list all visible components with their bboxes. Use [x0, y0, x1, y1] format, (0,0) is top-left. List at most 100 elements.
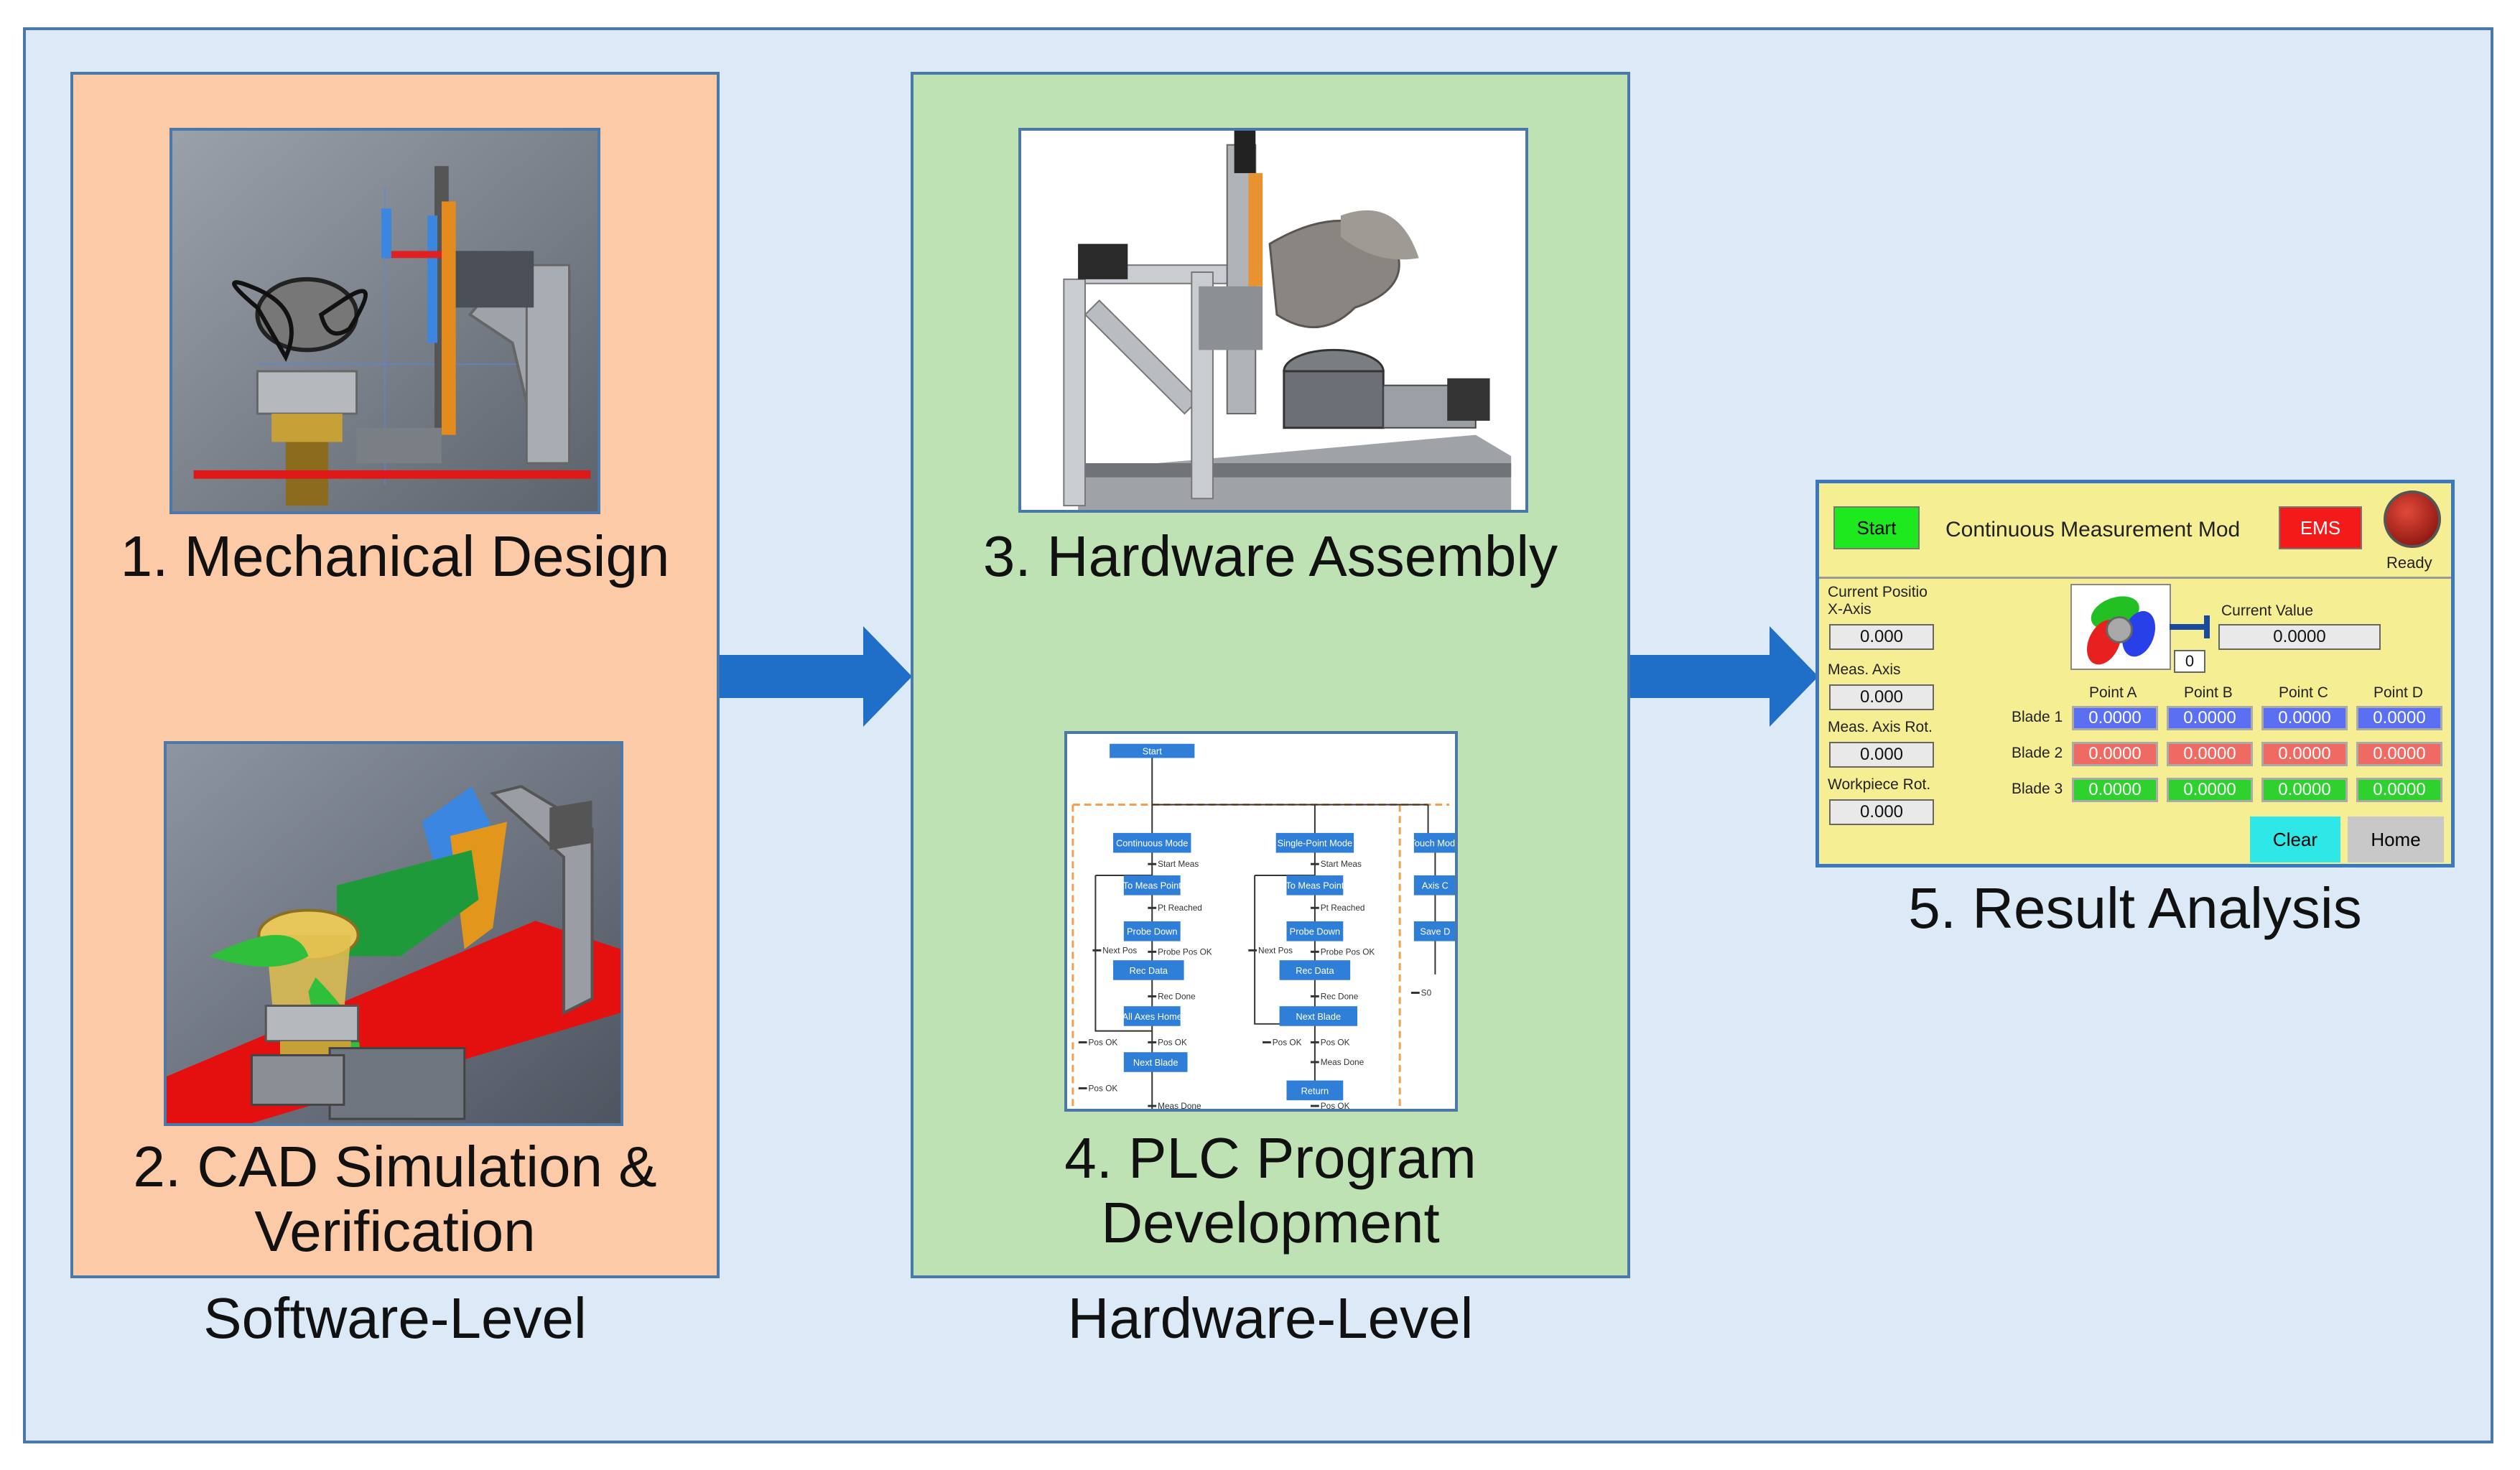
step-3-label: 3. Hardware Assembly: [982, 524, 1558, 588]
plc-step-block: [1110, 743, 1195, 758]
plc-step-label: All Axes Home: [1122, 1011, 1182, 1022]
hmi-value-cell: 0.0000: [2356, 706, 2442, 730]
hmi-value-cell: 0.0000: [2167, 742, 2253, 766]
hmi-result-panel: Start Continuous Measurement Mod EMS Rea…: [1815, 480, 2455, 867]
plc-transition-label: Pos OK: [1321, 1037, 1350, 1047]
plc-step-label: Single-Point Mode: [1278, 838, 1353, 849]
plc-transition-label: Pos OK: [1321, 1101, 1350, 1109]
plc-transition-label: Rec Done: [1158, 991, 1196, 1001]
hmi-start-button[interactable]: Start: [1833, 506, 1920, 549]
hmi-clear-button[interactable]: Clear: [2250, 817, 2340, 862]
plc-step-label: To Meas Point: [1285, 880, 1344, 891]
plc-step-label: Rec Data: [1130, 965, 1168, 976]
plc-transition-label: Pt Reached: [1321, 903, 1365, 913]
hmi-meas-axis-rot-value: 0.000: [1829, 742, 1934, 768]
hardware-assembly-photo: [1018, 128, 1528, 513]
hmi-ems-button[interactable]: EMS: [2279, 506, 2362, 549]
step-5-label: 5. Result Analysis: [1908, 876, 2362, 940]
hmi-dial-value: 0: [2174, 650, 2205, 673]
hmi-field-label-meas-axis: Meas. Axis: [1828, 661, 1901, 678]
plc-step-label: To Meas Point: [1123, 880, 1182, 891]
hmi-column-header: Point C: [2279, 684, 2328, 701]
hmi-column-header: Point B: [2184, 684, 2233, 701]
step-2-label-line-1: 2. CAD Simulation &: [133, 1135, 657, 1199]
plc-step-block: [1286, 1080, 1344, 1101]
hmi-home-button[interactable]: Home: [2348, 817, 2444, 862]
plc-transition-label: Pos OK: [1158, 1037, 1187, 1047]
plc-step-label: Save D: [1420, 926, 1450, 937]
hmi-value-cell: 0.0000: [2261, 778, 2348, 802]
flow-arrow-hardware-to-result: [1630, 626, 1818, 727]
plc-step-block: [1279, 1006, 1358, 1026]
hmi-value-cell: 0.0000: [2261, 742, 2348, 766]
plc-step-label: Rec Data: [1296, 965, 1334, 976]
plc-transition-label: Pos OK: [1273, 1037, 1302, 1047]
plc-step-label: Continuous Mode: [1116, 838, 1188, 849]
hmi-field-label-meas-axis-rot: Meas. Axis Rot.: [1828, 719, 1933, 735]
plc-step-block: [1123, 1006, 1181, 1026]
plc-transition-label: Probe Pos OK: [1321, 946, 1375, 957]
hmi-current-value: 0.0000: [2218, 624, 2381, 650]
plc-step-block: [1113, 960, 1184, 980]
plc-transition-label: Next Pos: [1102, 945, 1137, 955]
cad-simulation-render: [164, 741, 623, 1126]
plc-transition-label: Start Meas: [1158, 859, 1199, 869]
hmi-ready-label: Ready: [2386, 554, 2432, 572]
mechanical-design-render: [169, 128, 600, 514]
hmi-value-cell: 0.0000: [2261, 706, 2348, 730]
hmi-value-cell: 0.0000: [2167, 778, 2253, 802]
plc-step-label: Probe Down: [1127, 926, 1177, 937]
hmi-column-header: Point A: [2089, 684, 2137, 701]
hmi-workpiece-rot-value: 0.000: [1829, 799, 1934, 825]
hmi-value-cell: 0.0000: [2356, 778, 2442, 802]
plc-step-block: [1286, 921, 1344, 941]
hmi-meas-axis-value: 0.000: [1829, 684, 1934, 710]
step-4-label-line-2: Development: [1101, 1190, 1440, 1255]
plc-step-block: [1279, 960, 1351, 980]
plc-transition-label: S0: [1421, 987, 1432, 997]
plc-transition-label: Start Meas: [1321, 859, 1362, 869]
plc-transition-label: Rec Done: [1321, 991, 1359, 1001]
hmi-x-axis-value: 0.000: [1829, 624, 1934, 650]
hmi-row-label: Blade 2: [2012, 745, 2063, 761]
step-4-label: 4. PLC Program Development: [911, 1126, 1630, 1255]
hmi-value-cell: 0.0000: [2072, 742, 2158, 766]
step-4-label-line-1: 4. PLC Program: [1064, 1126, 1477, 1190]
hmi-row-label: Blade 1: [2012, 709, 2063, 725]
plc-step-block: [1113, 832, 1191, 853]
plc-step-block: [1123, 921, 1181, 941]
plc-step-block: [1413, 875, 1455, 896]
plc-transition-label: Pt Reached: [1158, 903, 1202, 913]
plc-step-block: [1275, 832, 1354, 853]
plc-transition-label: Pos OK: [1089, 1083, 1118, 1093]
hmi-value-cell: 0.0000: [2356, 742, 2442, 766]
hmi-propeller-icon: [2070, 584, 2171, 670]
plc-transition-label: Probe Pos OK: [1158, 946, 1212, 957]
step-2-label: 2. CAD Simulation & Verification: [70, 1135, 720, 1263]
hmi-top-bar: [1819, 483, 2451, 579]
plc-step-label: Next Blade: [1296, 1011, 1342, 1022]
hmi-value-cell: 0.0000: [2167, 706, 2253, 730]
plc-step-label: Touch Mode: [1410, 838, 1455, 849]
plc-step-label: Next Blade: [1133, 1057, 1178, 1068]
hmi-value-cell: 0.0000: [2072, 706, 2158, 730]
plc-step-label: Probe Down: [1290, 926, 1340, 937]
software-level-label: Software-Level: [203, 1286, 587, 1350]
hmi-current-value-label: Current Value: [2221, 603, 2314, 619]
plc-step-label: Return: [1301, 1085, 1329, 1096]
step-1-label: 1. Mechanical Design: [120, 524, 670, 588]
plc-step-block: [1413, 921, 1455, 941]
step-2-label-line-2: Verification: [254, 1199, 536, 1263]
hmi-field-label-x-axis: X-Axis: [1828, 601, 1872, 618]
plc-step-block: [1286, 875, 1344, 896]
flow-arrow-software-to-hardware: [720, 626, 912, 727]
plc-transition-label: Meas Done: [1321, 1057, 1364, 1067]
hmi-probe-icon: [2170, 615, 2210, 638]
plc-step-block: [1413, 832, 1455, 853]
hmi-value-cell: 0.0000: [2072, 778, 2158, 802]
plc-transition-label: Next Pos: [1258, 945, 1293, 955]
hardware-level-label: Hardware-Level: [1067, 1286, 1474, 1350]
hmi-field-label-position: Current Positio: [1828, 584, 1928, 600]
plc-step-block: [1123, 875, 1181, 896]
